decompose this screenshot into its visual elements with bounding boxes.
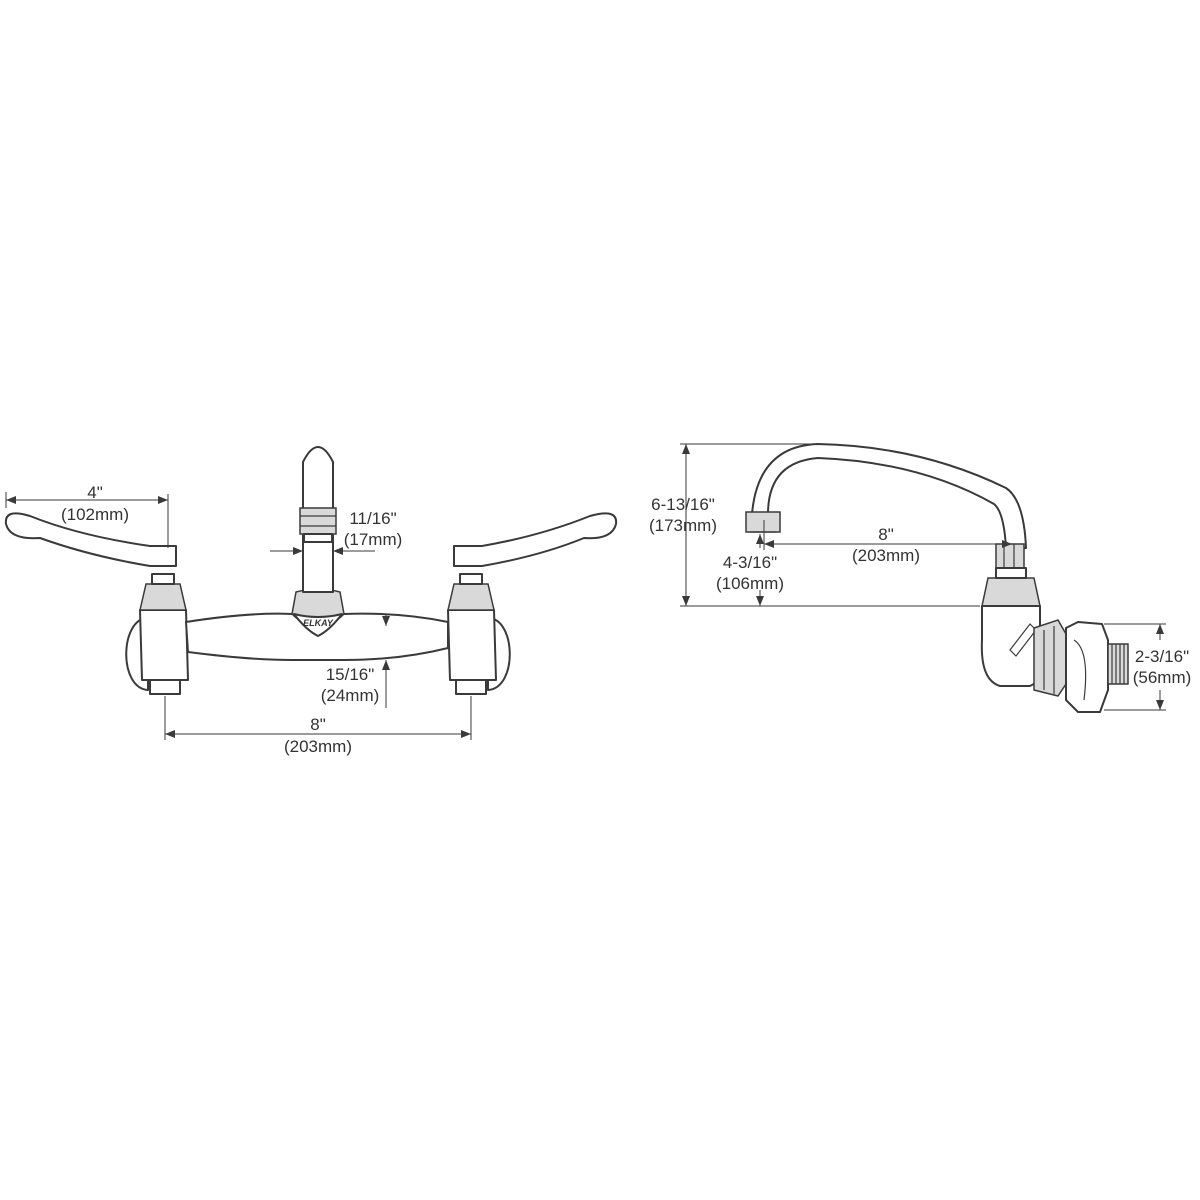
center-spacing-metric: (203mm): [284, 737, 352, 756]
right-valve-nut: [455, 679, 487, 695]
spout-reach-metric: (203mm): [852, 546, 920, 565]
front-view: ELKAY 4" (102mm): [4, 446, 618, 756]
handle-length-imperial: 4": [87, 483, 103, 502]
left-wrist-blade-handle: [4, 512, 177, 567]
center-spacing-imperial: 8": [310, 715, 326, 734]
left-valve-cap: [139, 583, 187, 611]
spout-collar: [299, 507, 337, 535]
left-valve-body: [139, 609, 189, 681]
side-valve-cap: [981, 577, 1041, 607]
spout-diameter-dimension: [270, 546, 375, 556]
right-valve-cap: [447, 583, 495, 611]
overall-height-metric: (173mm): [649, 516, 717, 535]
union-nut: [1033, 619, 1067, 697]
outlet-height-imperial: 4-3/16": [723, 553, 777, 572]
body-height-dimension: [382, 614, 390, 708]
aerator: [745, 511, 781, 533]
spout-diameter-imperial: 11/16": [349, 509, 396, 528]
spout-diameter-metric: (17mm): [344, 530, 403, 549]
body-height-imperial: 15/16": [326, 665, 375, 684]
center-spacing-dimension: [164, 696, 472, 740]
body-height-metric: (24mm): [321, 686, 380, 705]
handle-length-dimension: [5, 492, 169, 548]
overall-height-dimension: [680, 443, 980, 607]
inlet-body: [1065, 621, 1109, 713]
inlet-height-metric: (56mm): [1133, 668, 1192, 687]
faucet-body: [185, 612, 449, 661]
spout-reach-dimension: [763, 520, 1012, 550]
brand-logo: ELKAY: [303, 618, 334, 628]
right-wrist-blade-handle: [453, 512, 618, 567]
inlet-height-dimension: [1104, 623, 1166, 711]
overall-height-imperial: 6-13/16": [651, 495, 715, 514]
threaded-inlet: [1107, 643, 1129, 685]
spout-collar-lower: [303, 533, 333, 543]
side-view: 6-13/16" (173mm) 4-3/16" (106mm) 8" (203…: [649, 443, 1192, 713]
spout-reach-imperial: 8": [878, 525, 894, 544]
spout-nut: [995, 543, 1025, 569]
inlet-height-imperial: 2-3/16": [1135, 647, 1189, 666]
handle-length-metric: (102mm): [61, 505, 129, 524]
right-valve-body: [447, 609, 497, 681]
left-valve-nut: [149, 679, 181, 695]
spout-hub-face: [293, 613, 343, 637]
outlet-height-dimension: [756, 534, 764, 606]
outlet-height-metric: (106mm): [716, 574, 784, 593]
